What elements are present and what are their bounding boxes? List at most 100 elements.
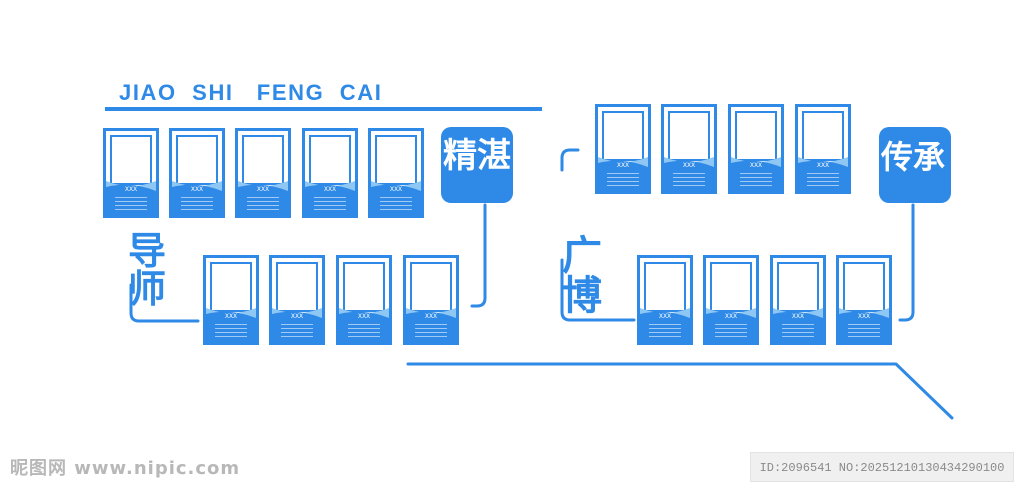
profile-card: XXX — [795, 104, 851, 194]
profile-card: XXX — [103, 128, 159, 218]
connector-jingzhan — [470, 203, 487, 308]
profile-card: XXX — [595, 104, 651, 194]
card-text-lines — [415, 324, 447, 340]
card-text-lines — [247, 197, 279, 213]
card-wave — [272, 308, 322, 342]
card-caption: XXX — [658, 313, 672, 320]
photo-placeholder — [410, 262, 452, 312]
card-caption: XXX — [791, 313, 805, 320]
card-caption: XXX — [357, 313, 371, 320]
profile-card: XXX — [235, 128, 291, 218]
card-wave — [598, 157, 648, 191]
card-wave — [798, 157, 848, 191]
card-wave — [706, 308, 756, 342]
card-text-lines — [181, 197, 213, 213]
photo-placeholder — [375, 135, 417, 185]
card-caption: XXX — [724, 313, 738, 320]
card-caption: XXX — [124, 186, 138, 193]
card-text-lines — [115, 197, 147, 213]
connector-bottom — [406, 362, 954, 420]
profile-card: XXX — [336, 255, 392, 345]
section-title-chuancheng: 传承 — [881, 138, 946, 176]
photo-placeholder — [735, 111, 777, 161]
watermark-id: ID:2096541 NO:20251210130434290100 — [750, 452, 1014, 482]
card-text-lines — [848, 324, 880, 340]
card-caption: XXX — [323, 186, 337, 193]
page-title: JIAO SHI FENG CAI — [119, 80, 383, 105]
card-wave — [106, 181, 156, 215]
profile-card: XXX — [728, 104, 784, 194]
card-text-lines — [380, 197, 412, 213]
profile-card: XXX — [637, 255, 693, 345]
section-title-guangbo: 广博 — [562, 232, 602, 319]
card-caption: XXX — [749, 162, 763, 169]
card-text-lines — [215, 324, 247, 340]
section-title-daoshi: 导师 — [128, 228, 166, 311]
card-caption: XXX — [224, 313, 238, 320]
section-badge-chuancheng: 传承 — [879, 127, 951, 203]
card-caption: XXX — [816, 162, 830, 169]
watermark-site: 昵图网 www.nipic.com — [10, 458, 241, 479]
card-wave — [773, 308, 823, 342]
card-text-lines — [649, 324, 681, 340]
photo-placeholder — [668, 111, 710, 161]
card-caption: XXX — [256, 186, 270, 193]
profile-card: XXX — [770, 255, 826, 345]
card-text-lines — [715, 324, 747, 340]
connector-chuancheng — [898, 203, 915, 322]
card-caption: XXX — [424, 313, 438, 320]
photo-placeholder — [343, 262, 385, 312]
profile-card: XXX — [368, 128, 424, 218]
connector-guangbo — [560, 258, 636, 322]
card-wave — [305, 181, 355, 215]
profile-card: XXX — [403, 255, 459, 345]
card-caption: XXX — [616, 162, 630, 169]
profile-card: XXX — [703, 255, 759, 345]
profile-card: XXX — [661, 104, 717, 194]
photo-placeholder — [710, 262, 752, 312]
photo-placeholder — [644, 262, 686, 312]
card-caption: XXX — [290, 313, 304, 320]
photo-placeholder — [210, 262, 252, 312]
card-caption: XXX — [857, 313, 871, 320]
photo-placeholder — [242, 135, 284, 185]
card-caption: XXX — [389, 186, 403, 193]
profile-card: XXX — [302, 128, 358, 218]
profile-card: XXX — [169, 128, 225, 218]
card-caption: XXX — [682, 162, 696, 169]
card-wave — [339, 308, 389, 342]
section-badge-jingzhan: 精湛 — [441, 127, 513, 203]
profile-card: XXX — [269, 255, 325, 345]
card-wave — [371, 181, 421, 215]
photo-placeholder — [176, 135, 218, 185]
connector-daoshi — [129, 283, 200, 323]
card-text-lines — [807, 173, 839, 189]
card-wave — [731, 157, 781, 191]
card-wave — [640, 308, 690, 342]
card-wave — [406, 308, 456, 342]
card-wave — [206, 308, 256, 342]
photo-placeholder — [110, 135, 152, 185]
photo-placeholder — [802, 111, 844, 161]
section-title-jingzhan: 精湛 — [443, 136, 511, 176]
profile-card: XXX — [203, 255, 259, 345]
photo-placeholder — [602, 111, 644, 161]
card-text-lines — [281, 324, 313, 340]
card-text-lines — [673, 173, 705, 189]
photo-placeholder — [309, 135, 351, 185]
card-text-lines — [314, 197, 346, 213]
card-wave — [664, 157, 714, 191]
photo-placeholder — [843, 262, 885, 312]
profile-card: XXX — [836, 255, 892, 345]
title-underline — [105, 107, 542, 111]
card-text-lines — [740, 173, 772, 189]
card-caption: XXX — [190, 186, 204, 193]
card-wave — [172, 181, 222, 215]
card-text-lines — [607, 173, 639, 189]
card-wave — [238, 181, 288, 215]
card-text-lines — [782, 324, 814, 340]
card-text-lines — [348, 324, 380, 340]
photo-placeholder — [276, 262, 318, 312]
connector-right-top — [560, 148, 580, 172]
